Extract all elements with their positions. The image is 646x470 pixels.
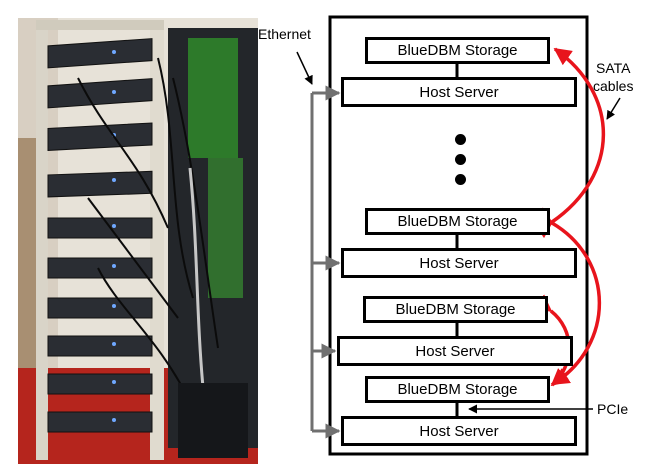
- sata-cable: [534, 47, 606, 239]
- storage-label: BlueDBM Storage: [397, 381, 518, 398]
- storage-label: BlueDBM Storage: [395, 301, 516, 318]
- host-label: Host Server: [419, 254, 499, 272]
- server-rack-photo: [18, 18, 258, 464]
- host-label: Host Server: [415, 342, 495, 360]
- sata-cable: [533, 207, 602, 386]
- ethernet-bus: [310, 85, 341, 439]
- host-server-box: Host Server: [341, 416, 577, 446]
- storage-label: BlueDBM Storage: [397, 213, 518, 230]
- bluedbm-storage-box: BlueDBM Storage: [365, 208, 550, 235]
- host-server-box: Host Server: [337, 336, 573, 366]
- ellipsis-dot: [455, 154, 466, 165]
- sata-label-line1: SATA: [596, 60, 631, 76]
- pcie-label: PCIe: [597, 401, 629, 417]
- host-label: Host Server: [419, 83, 499, 101]
- host-server-box: Host Server: [341, 248, 577, 278]
- ellipsis-dot: [455, 174, 466, 185]
- ethernet-pointer: [296, 51, 313, 85]
- ellipsis-dot: [455, 134, 466, 145]
- server-rack-illustration: [18, 18, 258, 464]
- bluedbm-storage-box: BlueDBM Storage: [365, 376, 550, 403]
- connector-layer: [296, 15, 621, 456]
- sata-label-line2: cables: [593, 78, 634, 94]
- ethernet-label: Ethernet: [258, 26, 311, 42]
- host-label: Host Server: [419, 422, 499, 440]
- host-server-box: Host Server: [341, 77, 577, 107]
- architecture-diagram: BlueDBM Storage Host Server BlueDBM Stor…: [255, 0, 646, 470]
- sata-pointer: [606, 97, 621, 120]
- bluedbm-storage-box: BlueDBM Storage: [365, 37, 550, 64]
- bluedbm-storage-box: BlueDBM Storage: [363, 296, 548, 323]
- storage-label: BlueDBM Storage: [397, 42, 518, 59]
- rack-enclosure: [328, 15, 589, 456]
